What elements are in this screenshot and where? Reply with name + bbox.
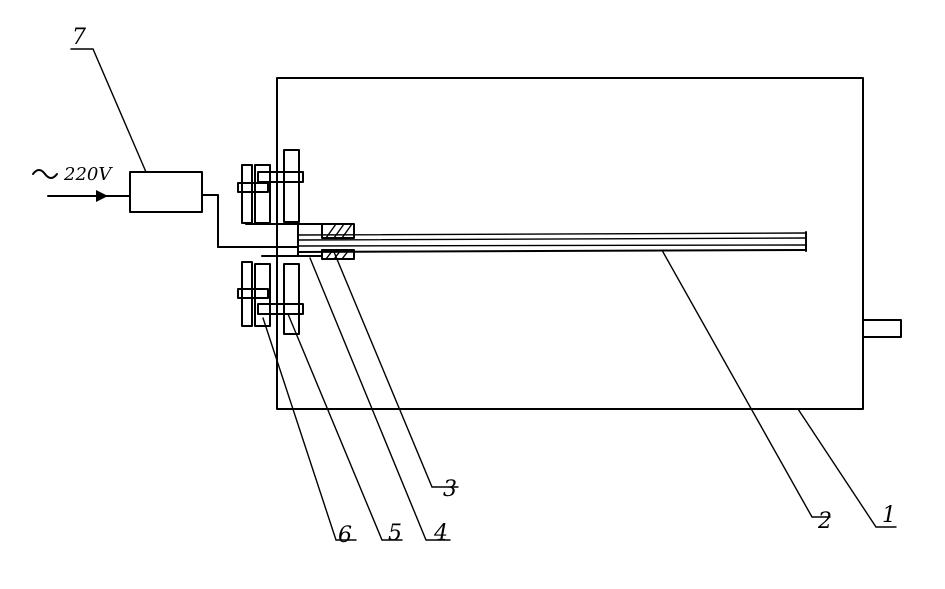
- seal-blocks: [321, 223, 355, 260]
- housing-box: [276, 77, 864, 410]
- label-part-2: 2: [817, 509, 832, 534]
- label-part-6: 6: [338, 523, 352, 548]
- label-part-4: 4: [433, 521, 448, 546]
- label-part-3: 3: [443, 477, 457, 502]
- label-part-7: 7: [72, 25, 86, 50]
- label-part-5: 5: [388, 521, 402, 546]
- controller-lead: [201, 194, 219, 248]
- part-labels: 7 1 2 3 4 5 6: [72, 25, 896, 548]
- outlet-nozzle: [862, 319, 902, 338]
- controller-box: [129, 171, 203, 213]
- label-part-1: 1: [882, 503, 896, 528]
- gear-set-upper: [237, 149, 304, 224]
- power-input: 220V: [32, 164, 131, 202]
- rod-assembly: [297, 223, 807, 257]
- leader-lines: [70, 48, 897, 541]
- gear-set-lower: [237, 261, 304, 335]
- supply-voltage-label: 220V: [63, 164, 113, 185]
